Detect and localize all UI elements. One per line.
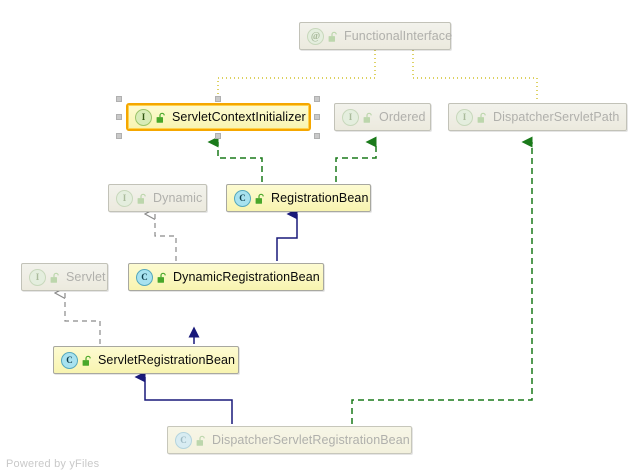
unlocked-padlock-icon <box>328 30 339 42</box>
unlocked-padlock-icon <box>363 111 374 123</box>
selection-handle-5[interactable] <box>116 133 122 139</box>
selection-handle-2[interactable] <box>314 96 320 102</box>
class-type-icon: C <box>61 351 78 369</box>
edge-e-srb-servlet[interactable] <box>65 293 101 344</box>
selection-handle-0[interactable] <box>116 96 122 102</box>
class-node-dynamic[interactable]: I Dynamic <box>108 184 207 212</box>
class-node-ordered[interactable]: I Ordered <box>334 103 431 131</box>
unlocked-padlock-icon <box>50 271 61 283</box>
edge-e-rb-ordered[interactable] <box>335 136 377 182</box>
class-node-label: DispatcherServletPath <box>493 110 620 124</box>
class-type-icon: C <box>175 431 192 449</box>
class-node-servlet-registration-bean[interactable]: C ServletRegistrationBean <box>53 346 239 374</box>
class-node-registration-bean[interactable]: C RegistrationBean <box>226 184 371 212</box>
edge-e-fi-dsp[interactable] <box>412 50 538 101</box>
unlocked-padlock-icon <box>156 111 167 123</box>
class-node-functional-interface[interactable]: @ FunctionalInterface <box>299 22 453 50</box>
class-node-dispatcher-servlet-path[interactable]: I DispatcherServletPath <box>448 103 627 131</box>
class-node-label: DispatcherServletRegistrationBean <box>212 433 410 447</box>
class-node-label: RegistrationBean <box>271 191 369 205</box>
unlocked-padlock-icon <box>82 354 93 366</box>
annotation-type-icon: @ <box>307 27 324 45</box>
class-node-label: ServletRegistrationBean <box>98 353 236 367</box>
edge-e-rb-sci[interactable] <box>207 136 263 182</box>
edge-e-fi-sci[interactable] <box>217 50 376 101</box>
edge-e-drb-dynamic[interactable] <box>155 214 177 261</box>
edge-e-dsrb-srb[interactable] <box>134 371 233 424</box>
class-node-label: DynamicRegistrationBean <box>173 270 320 284</box>
unlocked-padlock-icon <box>157 271 168 283</box>
selection-handle-6[interactable] <box>215 133 221 139</box>
interface-type-icon: I <box>29 268 46 286</box>
class-type-icon: C <box>136 268 153 286</box>
interface-type-icon: I <box>342 108 359 126</box>
selection-handle-7[interactable] <box>314 133 320 139</box>
class-node-dynamic-registration-bean[interactable]: C DynamicRegistrationBean <box>128 263 324 291</box>
unlocked-padlock-icon <box>196 434 207 446</box>
class-node-label: Ordered <box>379 110 426 124</box>
class-node-servlet-context-initializer[interactable]: I ServletContextInitializer <box>126 103 311 131</box>
unlocked-padlock-icon <box>137 192 148 204</box>
interface-type-icon: I <box>116 189 133 207</box>
class-node-label: Servlet <box>66 270 106 284</box>
unlocked-padlock-icon <box>255 192 266 204</box>
unlocked-padlock-icon <box>477 111 488 123</box>
selection-handle-4[interactable] <box>314 114 320 120</box>
interface-type-icon: I <box>456 108 473 126</box>
class-node-label: FunctionalInterface <box>344 29 453 43</box>
class-node-dispatcher-servlet-registration-bean[interactable]: C DispatcherServletRegistrationBean <box>167 426 412 454</box>
class-node-label: Dynamic <box>153 191 203 205</box>
interface-type-icon: I <box>135 108 152 126</box>
class-node-label: ServletContextInitializer <box>172 110 306 124</box>
class-type-icon: C <box>234 189 251 207</box>
class-node-servlet[interactable]: I Servlet <box>21 263 108 291</box>
selection-handle-1[interactable] <box>215 96 221 102</box>
edge-e-drb-rb[interactable] <box>276 208 298 261</box>
yfiles-watermark: Powered by yFiles <box>6 458 100 470</box>
selection-handle-3[interactable] <box>116 114 122 120</box>
edge-e-dsrb-dsp[interactable] <box>351 136 533 424</box>
